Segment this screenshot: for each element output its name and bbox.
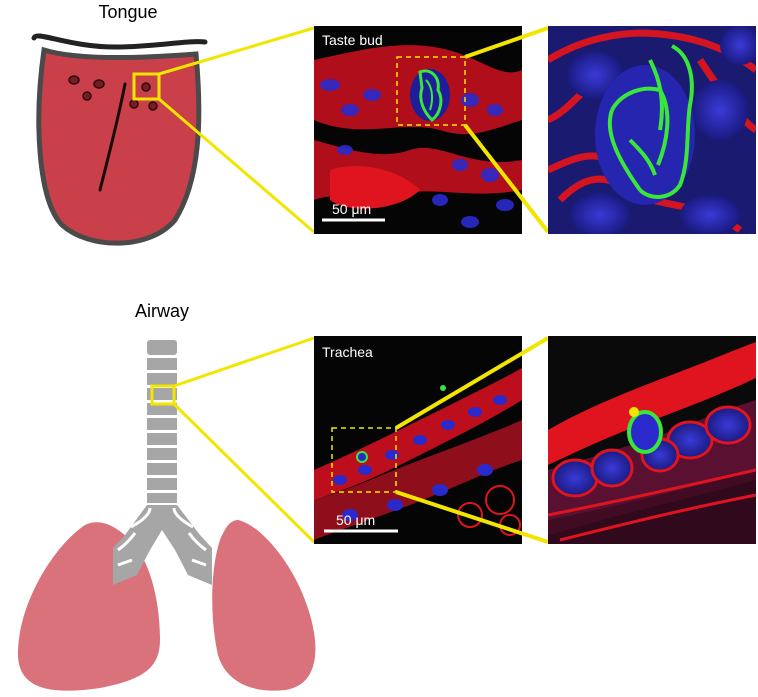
taste-bud-zoom-box xyxy=(396,56,466,126)
tongue-highlight-box xyxy=(132,72,161,101)
bronchi-rings xyxy=(117,507,207,567)
trachea xyxy=(147,340,177,503)
taste-bud-label: Taste bud xyxy=(322,32,383,48)
airway-highlight-box xyxy=(150,384,176,406)
top-scale-label: 50 μm xyxy=(332,201,371,217)
tongue-groove xyxy=(98,82,127,192)
airway-title: Airway xyxy=(135,301,189,321)
right-lung xyxy=(212,520,316,691)
airway-connector-lines xyxy=(172,336,316,544)
tongue-connector-lines xyxy=(158,26,315,234)
trachea-zoom-micrograph xyxy=(548,336,756,544)
taste-bud-zoom-micrograph xyxy=(548,26,756,234)
tongue-top-edge xyxy=(31,33,208,50)
airway-illustration xyxy=(17,340,316,691)
tongue-body xyxy=(36,46,202,246)
taste-bud-connector-lines xyxy=(463,26,550,234)
taste-bud-micrograph xyxy=(314,26,522,234)
trachea-label: Trachea xyxy=(322,344,373,360)
tongue-papillae xyxy=(68,75,158,111)
bottom-scale-label: 50 μm xyxy=(336,512,375,528)
tongue-title: Tongue xyxy=(98,2,157,22)
trachea-zoom-box xyxy=(331,427,397,493)
trachea-micrograph xyxy=(314,336,522,544)
bronchi xyxy=(113,505,212,585)
trachea-connector-lines xyxy=(394,336,550,544)
